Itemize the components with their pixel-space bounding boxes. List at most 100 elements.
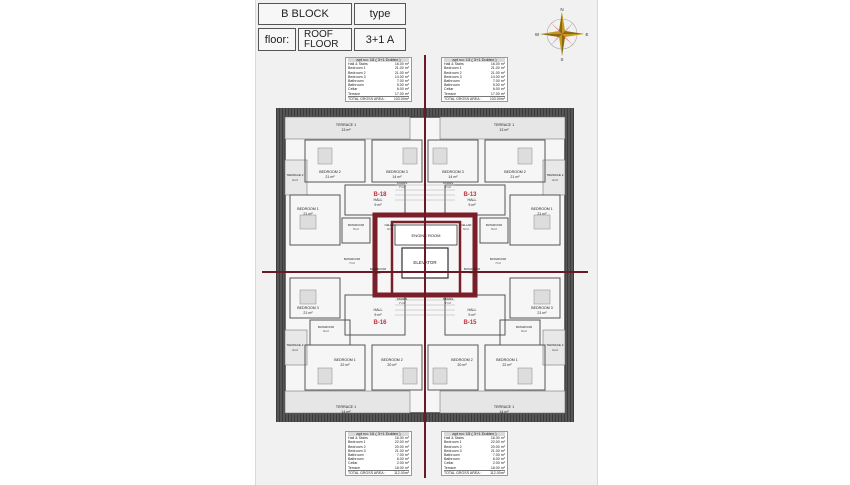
bedroom-2-bottom-right: [427, 344, 479, 391]
bed: [533, 289, 551, 305]
bathroom-label: BATHROOM: [464, 267, 481, 271]
terrace-area: 14 m²: [499, 410, 509, 414]
hall-area: 9 m²: [374, 203, 382, 207]
bathroom-area: 5 m²: [353, 227, 359, 231]
bedroom-2-top-right: [484, 139, 546, 183]
bedroom-area: 22 m²: [340, 363, 350, 367]
terrace-2-label: TERRACE 2: [547, 343, 564, 347]
table-total: TOTAL GROSS AREA :112.00m²: [348, 469, 409, 475]
bathroom-area: 7 m²: [349, 261, 355, 265]
type-label: type: [354, 3, 406, 25]
bathroom-label: BATHROOM: [490, 257, 507, 261]
bedroom-area: 20 m²: [457, 363, 467, 367]
terrace-bottom-right: [439, 390, 566, 414]
bedroom-1-top-right: [509, 194, 561, 246]
compass-n: N: [560, 7, 563, 12]
stairs-label: STAIRS: [443, 181, 454, 185]
hall-label: HALL: [374, 308, 383, 312]
floor-value-line1: ROOF: [304, 28, 333, 40]
stairs-area: 7 m²: [399, 301, 405, 305]
terrace-area: 13 m²: [341, 128, 351, 132]
terrace-top-left: [284, 116, 411, 140]
hall-area: 9 m²: [468, 203, 476, 207]
bedroom-label: BEDROOM 3: [442, 170, 464, 174]
compass-e: E: [585, 32, 588, 37]
bedroom-area: 14 m²: [448, 175, 458, 179]
bed: [517, 147, 533, 165]
bathroom-label: BATHROOM: [348, 223, 365, 227]
hall-label: HALL: [468, 308, 477, 312]
terrace-2-bottom-right: [542, 329, 566, 366]
table-total: TOTAL GROSS AREA :103.00m²: [444, 95, 505, 101]
bedroom-2-bottom-left: [371, 344, 423, 391]
bedroom-area: 21 m²: [510, 175, 520, 179]
terrace-label: TERRACE 1: [336, 123, 356, 127]
bedroom-3-top-left: [371, 139, 423, 183]
bed: [299, 289, 317, 305]
terrace-2-bottom-left: [284, 329, 308, 366]
bed: [517, 367, 533, 385]
block-label: B BLOCK: [258, 3, 352, 25]
bedroom-label: BEDROOM 1: [496, 358, 518, 362]
bed: [317, 367, 333, 385]
bathroom-label: BATHROOM: [318, 325, 335, 329]
bathroom-area: 7 m²: [375, 271, 381, 275]
bedroom-label: BEDROOM 3: [531, 306, 553, 310]
table-title: apt no: 15 ( 3+1 Dublex ): [444, 431, 505, 437]
terrace-2-area: 4 m²: [552, 178, 558, 182]
cellar-area: 6 m²: [463, 227, 469, 231]
terrace-2-label: TERRACE 2: [287, 173, 304, 177]
bed: [317, 147, 333, 165]
bedroom-label: BEDROOM 2: [319, 170, 341, 174]
bathroom-top-right: [479, 217, 509, 244]
stairs-label: STAIRS: [397, 181, 408, 185]
bedroom-area: 22 m²: [502, 363, 512, 367]
bathroom-bottom-left: [309, 319, 351, 346]
table-title: apt no: 18 ( 3+1 Dublex ): [348, 57, 409, 63]
hall-label: HALL: [468, 198, 477, 202]
stairs-area: 7 m²: [445, 301, 451, 305]
bedroom-area: 21 m²: [303, 311, 313, 315]
bathroom-area: 7 m²: [495, 261, 501, 265]
unit-id-b13: B-13: [463, 192, 477, 198]
hall-area: 9 m²: [468, 313, 476, 317]
bed: [299, 214, 317, 230]
table-title: apt no: 13 ( 3+1 Dublex ): [444, 57, 505, 63]
compass-w: W: [535, 32, 540, 37]
bedroom-label: BEDROOM 2: [504, 170, 526, 174]
bedroom-area: 21 m²: [303, 212, 313, 216]
bedroom-area: 20 m²: [387, 363, 397, 367]
terrace-2-label: TERRACE 2: [547, 173, 564, 177]
bedroom-3-bottom-right: [509, 277, 561, 319]
bedroom-1-top-left: [289, 194, 341, 246]
compass-s: S: [560, 57, 563, 62]
bedroom-label: BEDROOM 3: [386, 170, 408, 174]
hall-label: HALL: [374, 198, 383, 202]
cellar-label: CELLAR: [461, 223, 472, 227]
bathroom-area: 7 m²: [469, 271, 475, 275]
stairs-area: 7 m²: [445, 185, 451, 189]
unit-id-b16: B-16: [373, 320, 387, 326]
